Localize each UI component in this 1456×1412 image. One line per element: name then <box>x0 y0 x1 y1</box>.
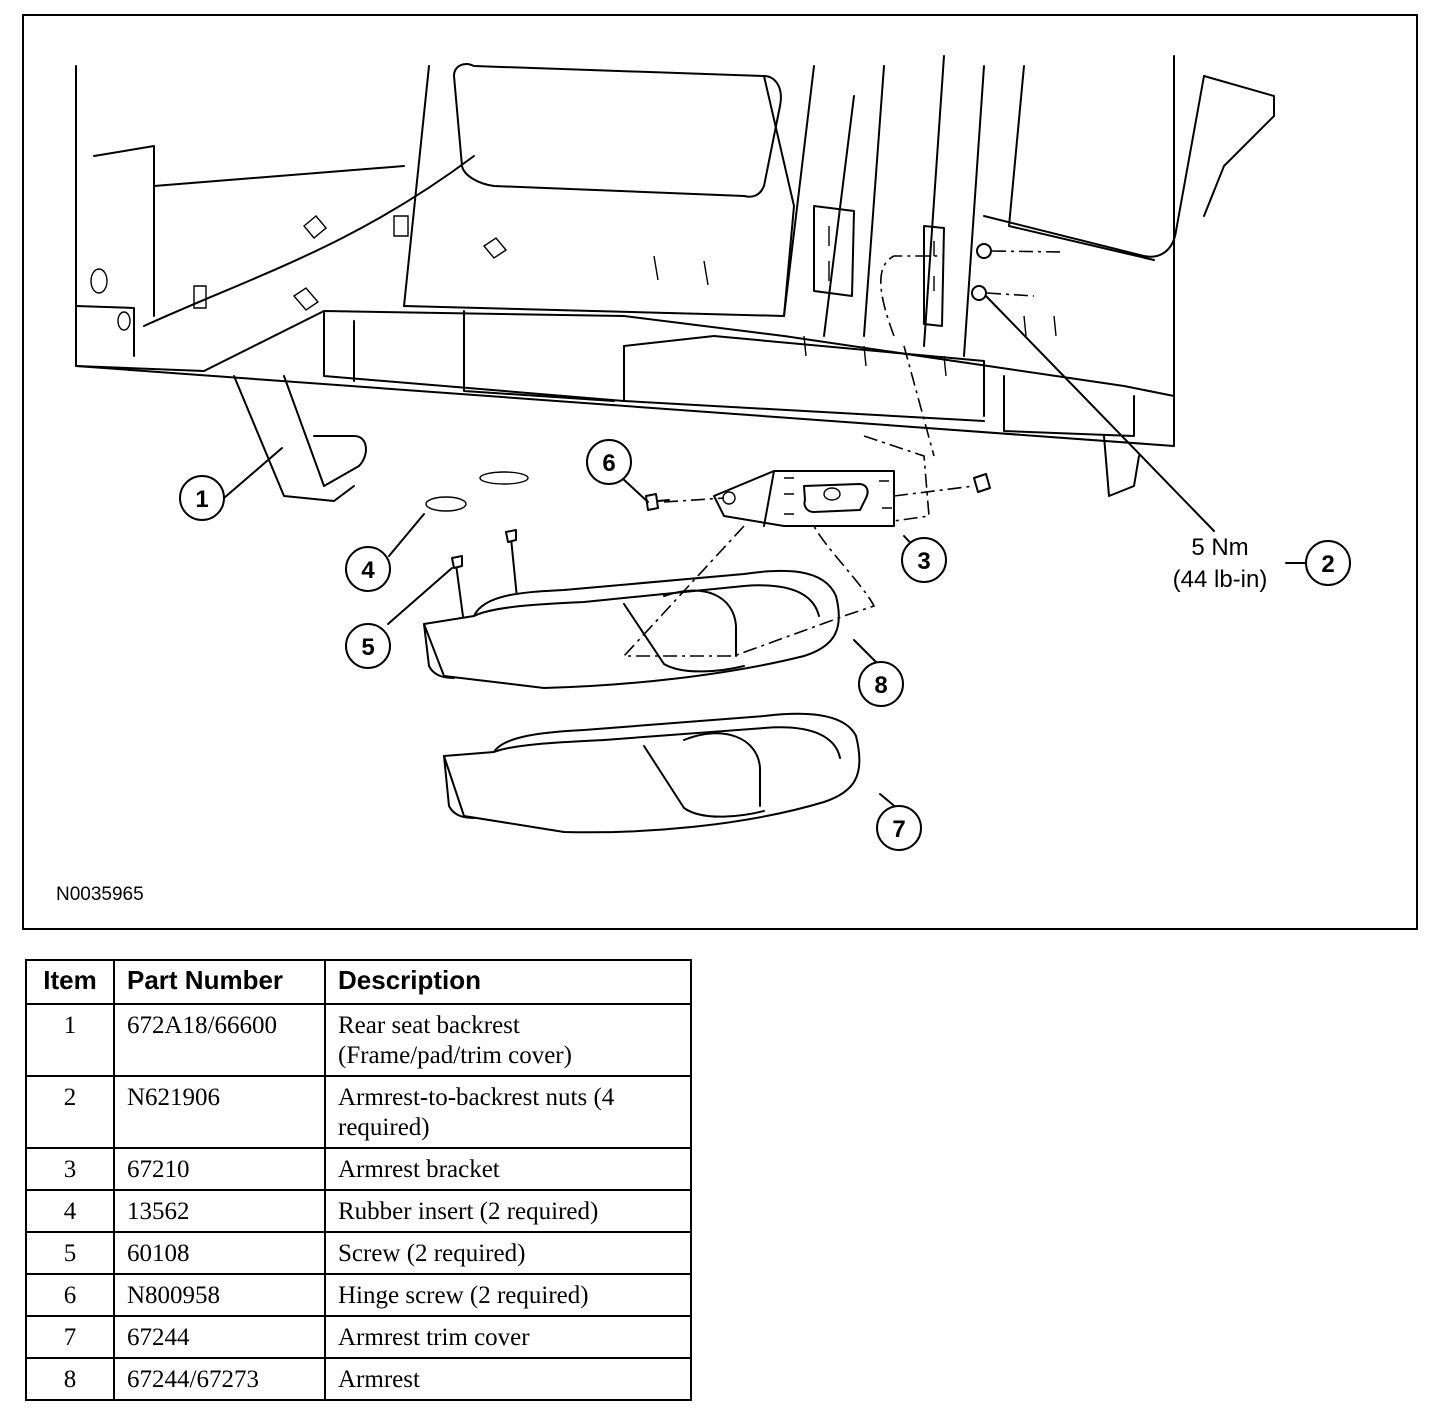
cell-part-number: 67244 <box>113 1315 326 1359</box>
callout-3: 3 <box>901 537 947 583</box>
rubber-inserts <box>425 471 529 512</box>
torque-label-nm: 5 Nm <box>1191 534 1248 561</box>
cell-part-number: 67244/67273 <box>113 1357 326 1401</box>
table-row: 2 N621906 Armrest-to-backrest nuts (4 re… <box>25 1075 692 1149</box>
table-row: 4 13562 Rubber insert (2 required) <box>25 1189 692 1233</box>
callout-6: 6 <box>586 439 632 485</box>
torque-label-lbin: (44 lb-in) <box>1173 566 1268 593</box>
cell-item: 3 <box>25 1147 115 1191</box>
callout-8: 8 <box>858 661 904 707</box>
cell-part-number: 672A18/66600 <box>113 1003 326 1077</box>
cell-part-number: N800958 <box>113 1273 326 1317</box>
svg-text:4: 4 <box>361 557 375 584</box>
armrest-trim-cover <box>443 712 861 834</box>
armrest-exploded-diagram: 1 2 3 4 5 6 7 8 5 Nm <box>56 55 1351 905</box>
cell-description: Rear seat backrest (Frame/pad/trim cover… <box>324 1003 692 1077</box>
table-header-row: Item Part Number Description <box>25 959 692 1005</box>
callout-5: 5 <box>345 623 391 669</box>
figure-id: N0035965 <box>56 884 144 905</box>
svg-text:3: 3 <box>917 548 930 575</box>
cell-part-number: 60108 <box>113 1231 326 1275</box>
table-row: 6 N800958 Hinge screw (2 required) <box>25 1273 692 1317</box>
armrest-part <box>423 525 876 689</box>
hinge-screws <box>645 473 991 511</box>
svg-text:6: 6 <box>602 450 615 477</box>
cell-part-number: 67210 <box>113 1147 326 1191</box>
header-item: Item <box>25 959 115 1005</box>
table-row: 8 67244/67273 Armrest <box>25 1357 692 1401</box>
cell-item: 1 <box>25 1003 115 1077</box>
armrest-bracket <box>663 255 975 527</box>
exploded-view-figure: 1 2 3 4 5 6 7 8 5 Nm <box>22 14 1418 930</box>
armrest-nuts <box>971 243 1065 301</box>
callout-2: 2 <box>1305 540 1351 586</box>
table-row: 3 67210 Armrest bracket <box>25 1147 692 1191</box>
cell-description: Rubber insert (2 required) <box>324 1189 692 1233</box>
svg-text:8: 8 <box>874 672 887 699</box>
callout-1: 1 <box>179 475 225 521</box>
svg-text:7: 7 <box>892 816 905 843</box>
cell-item: 8 <box>25 1357 115 1401</box>
cell-item: 5 <box>25 1231 115 1275</box>
cell-description: Screw (2 required) <box>324 1231 692 1275</box>
callout-7: 7 <box>876 805 922 851</box>
table-row: 1 672A18/66600 Rear seat backrest (Frame… <box>25 1003 692 1077</box>
cell-item: 4 <box>25 1189 115 1233</box>
cell-description: Armrest trim cover <box>324 1315 692 1359</box>
screws <box>451 529 518 625</box>
svg-text:5: 5 <box>361 634 374 661</box>
parts-table: Item Part Number Description 1 672A18/66… <box>25 959 692 1401</box>
cell-item: 7 <box>25 1315 115 1359</box>
table-row: 7 67244 Armrest trim cover <box>25 1315 692 1359</box>
callout-4: 4 <box>345 546 391 592</box>
header-part-number: Part Number <box>113 959 326 1005</box>
cell-description: Hinge screw (2 required) <box>324 1273 692 1317</box>
header-description: Description <box>324 959 692 1005</box>
cell-description: Armrest <box>324 1357 692 1401</box>
cell-description: Armrest-to-backrest nuts (4 required) <box>324 1075 692 1149</box>
cell-description: Armrest bracket <box>324 1147 692 1191</box>
cell-part-number: N621906 <box>113 1075 326 1149</box>
cell-item: 6 <box>25 1273 115 1317</box>
seat-backrest-drawing <box>75 55 1275 502</box>
table-row: 5 60108 Screw (2 required) <box>25 1231 692 1275</box>
svg-text:2: 2 <box>1321 551 1334 578</box>
cell-item: 2 <box>25 1075 115 1149</box>
cell-part-number: 13562 <box>113 1189 326 1233</box>
svg-text:1: 1 <box>195 486 208 513</box>
